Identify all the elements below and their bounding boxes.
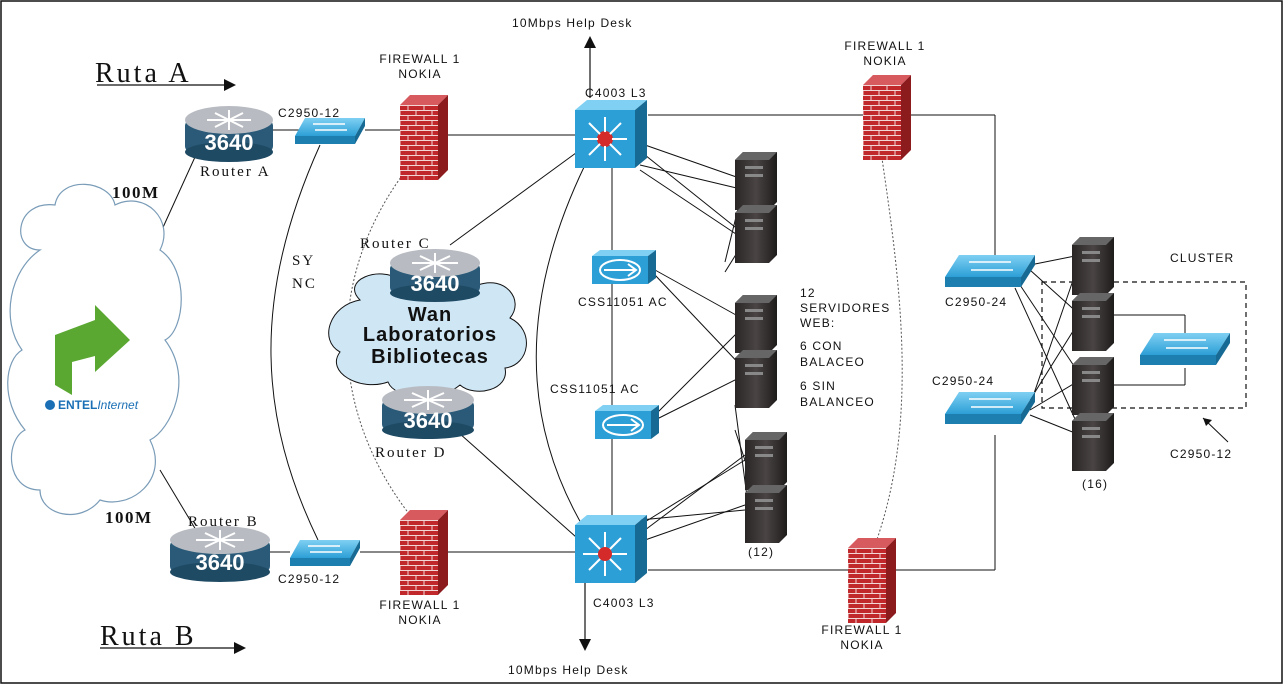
core-switch-top-icon — [575, 100, 647, 168]
server-icon — [735, 205, 777, 263]
fw-tl-line1: FIREWALL 1 — [379, 52, 460, 66]
css-top-label: CSS11051 AC — [578, 295, 668, 309]
switch-right-top-label: C2950-24 — [945, 295, 1007, 309]
cluster-box — [1041, 281, 1247, 409]
switch-right-bottom-label: C2950-24 — [932, 374, 994, 388]
server-icon — [1072, 357, 1114, 415]
internet-cloud: ENTELInternet — [7, 183, 182, 516]
css-bottom-label: CSS11051 AC — [550, 382, 640, 396]
isp-brand-suffix: Internet — [97, 398, 138, 412]
servers-label-1: 12 — [800, 286, 816, 300]
sync-lines — [346, 144, 903, 546]
firewall-top-right-icon — [863, 75, 911, 160]
router-b-model: 3640 — [196, 550, 245, 575]
speed-bottom-label: 100M — [105, 508, 153, 527]
fw-tr-line2: NOKIA — [863, 54, 906, 68]
svg-text:ENTELInternet: ENTELInternet — [58, 398, 139, 412]
server-count-16: (16) — [1082, 477, 1108, 491]
server-icon — [1072, 413, 1114, 471]
router-b-icon: 3640 — [170, 526, 270, 582]
servers-label-2: SERVIDORES — [800, 301, 890, 315]
servers-label-6: 6 SIN — [800, 379, 836, 393]
switch-right-top-icon — [945, 255, 1035, 287]
switch-a-label: C2950-12 — [278, 106, 340, 120]
core-switch-bottom-icon — [575, 515, 647, 583]
router-c-model: 3640 — [411, 271, 460, 296]
fw-tl-line2: NOKIA — [398, 67, 441, 81]
server-count-12: (12) — [748, 545, 774, 559]
isp-logo-icon — [55, 305, 130, 395]
switch-right-bottom-icon — [945, 392, 1035, 424]
css-top-icon — [592, 250, 656, 284]
server-icon — [745, 432, 787, 490]
switch-a-icon — [295, 118, 365, 144]
isp-brand: ENTEL — [58, 398, 97, 412]
router-b-label: Router B — [188, 514, 259, 530]
help-desk-bottom-label: 10Mbps Help Desk — [508, 663, 629, 677]
fw-tr-line1: FIREWALL 1 — [844, 39, 925, 53]
fw-bl-line2: NOKIA — [398, 613, 441, 627]
wan-label-2: Laboratorios — [363, 324, 497, 346]
router-c-label: Router C — [360, 236, 431, 252]
ruta-a-label: Ruta A — [95, 58, 192, 89]
cluster-label: CLUSTER — [1170, 251, 1234, 265]
switch-cluster-icon — [1140, 333, 1230, 365]
firewall-bottom-right-icon — [848, 538, 896, 623]
server-icon — [745, 485, 787, 543]
firewall-top-left-icon — [400, 95, 448, 180]
ruta-b-label: Ruta B — [100, 621, 197, 652]
wan-label-1: Wan — [408, 304, 452, 326]
server-icon — [1072, 293, 1114, 351]
wan-label-3: Bibliotecas — [371, 346, 489, 368]
server-icon — [735, 350, 777, 408]
servers-label-7: BALANCEO — [800, 395, 875, 409]
servers-label-5: BALACEO — [800, 355, 865, 369]
switch-b-label: C2950-12 — [278, 572, 340, 586]
firewall-bottom-left-icon — [400, 510, 448, 595]
router-d-label: Router D — [375, 445, 446, 461]
css-bottom-icon — [595, 405, 659, 439]
servers-label-4: 6 CON — [800, 339, 843, 353]
router-d-model: 3640 — [404, 408, 453, 433]
server-group-web — [735, 152, 787, 543]
fw-bl-line1: FIREWALL 1 — [379, 598, 460, 612]
server-group-cluster — [1072, 237, 1114, 471]
fw-br-line2: NOKIA — [840, 638, 883, 652]
router-a-icon: 3640 — [185, 106, 273, 162]
router-d-icon: 3640 — [382, 386, 474, 439]
connection-lines — [154, 114, 1186, 571]
switch-b-icon — [290, 540, 360, 566]
router-a-label: Router A — [200, 164, 271, 180]
core-bottom-label: C4003 L3 — [593, 596, 655, 610]
sync-label-1: SY — [292, 253, 315, 269]
help-desk-top-label: 10Mbps Help Desk — [512, 16, 633, 30]
server-icon — [1072, 237, 1114, 295]
core-top-label: C4003 L3 — [585, 86, 647, 100]
server-icon — [735, 152, 777, 210]
router-c-icon: 3640 — [390, 249, 480, 302]
servers-label-3: WEB: — [800, 316, 835, 330]
server-icon — [735, 295, 777, 353]
router-a-model: 3640 — [205, 130, 254, 155]
sync-label-2: NC — [292, 276, 317, 292]
speed-top-label: 100M — [112, 183, 160, 202]
switch-cluster-label: C2950-12 — [1170, 447, 1232, 461]
fw-br-line1: FIREWALL 1 — [821, 623, 902, 637]
